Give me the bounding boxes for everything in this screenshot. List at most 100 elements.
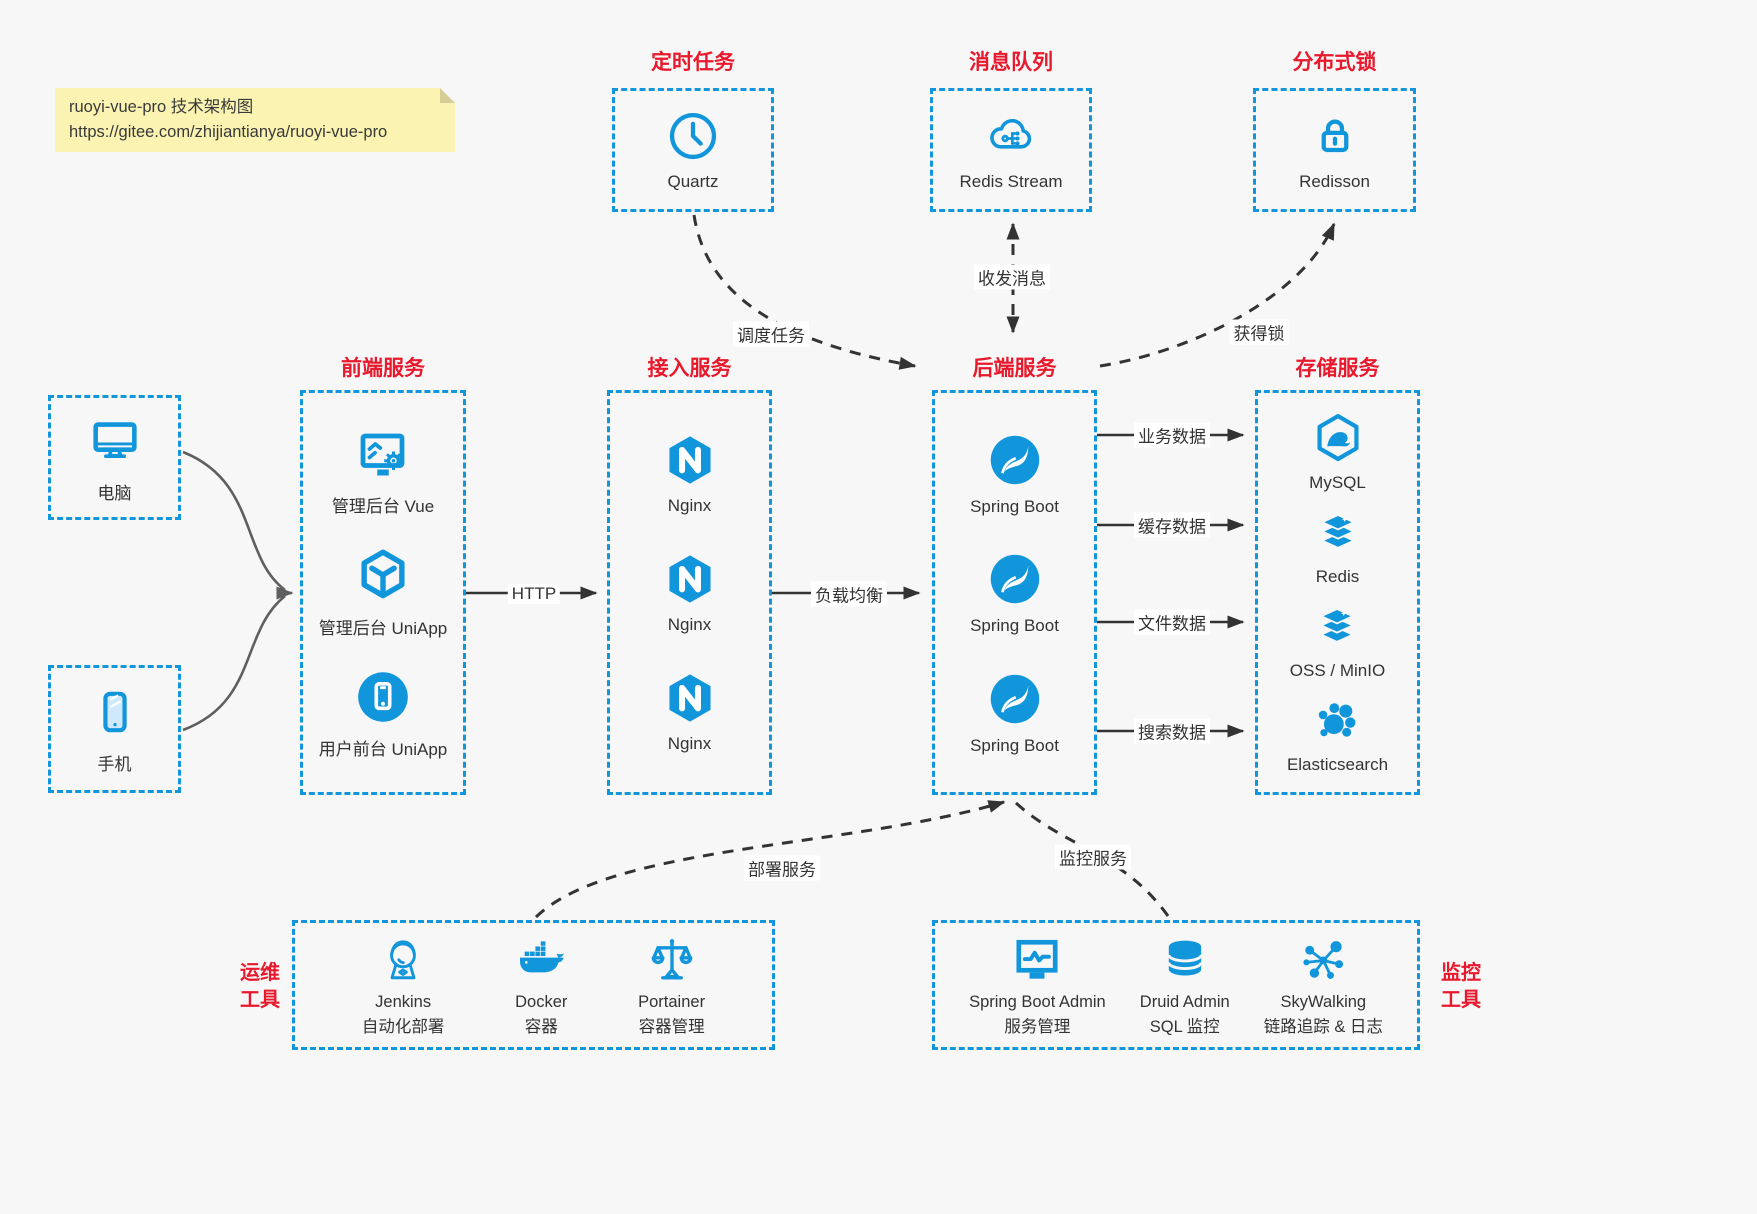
monitor-tools-side-label: 监控 工具: [1437, 960, 1485, 1014]
elasticsearch-icon: [1310, 694, 1364, 748]
node-admin-uniapp: 管理后台 UniApp: [319, 545, 447, 639]
node-label-redis-stream: Redis Stream: [959, 171, 1063, 191]
node-spring-boot-1: Spring Boot: [970, 430, 1059, 517]
column-title-backend: 后端服务: [972, 357, 1057, 380]
pc-client-box: 电脑: [48, 395, 181, 520]
node-user-uniapp: 用户前台 UniApp: [319, 666, 447, 760]
mysql-icon: [1310, 410, 1366, 466]
node-sublabel-skywalking: 链路追踪 & 日志: [1263, 1018, 1383, 1036]
spring-boot-icon: [985, 430, 1045, 490]
phone-client-box: 手机: [48, 665, 181, 793]
node-nginx-3: Nginx: [661, 669, 719, 754]
sticky-note: ruoyi-vue-pro 技术架构图 https://gitee.com/zh…: [55, 88, 455, 152]
group-title-distributed-lock: 分布式锁: [1292, 51, 1377, 74]
node-label-elasticsearch: Elasticsearch: [1286, 755, 1389, 774]
node-redis: Redis: [1311, 506, 1365, 587]
monitor-tools-side-line2: 工具: [1441, 989, 1481, 1011]
uniapp-cube-icon: [351, 545, 415, 607]
column-title-storage: 存储服务: [1295, 357, 1380, 380]
frontend-column-box: 管理后台 Vue 管理后台 UniApp 用户前台 UniApp: [300, 390, 466, 795]
node-label-skywalking: SkyWalking: [1280, 993, 1367, 1011]
edge-label-business-data: 业务数据: [1134, 422, 1210, 448]
node-druid-admin: Druid Admin SQL 监控: [1140, 932, 1230, 1038]
node-label-oss-minio: OSS / MinIO: [1289, 661, 1386, 680]
edge-label-cache-data: 缓存数据: [1134, 512, 1210, 538]
node-label-redis: Redis: [1315, 567, 1360, 586]
note-url: https://gitee.com/zhijiantianya/ruoyi-vu…: [69, 123, 388, 141]
node-admin-vue: 管理后台 Vue: [332, 425, 434, 517]
note-title: ruoyi-vue-pro 技术架构图: [69, 98, 254, 116]
node-label-spring-boot-3: Spring Boot: [970, 735, 1059, 755]
group-title-message-queue: 消息队列: [969, 51, 1053, 74]
nginx-icon: [661, 431, 719, 489]
ops-tools-box: Jenkins 自动化部署 Docker 容器 Portainer 容器管理: [292, 920, 775, 1050]
monitor-tools-side-line1: 监控: [1441, 962, 1481, 984]
spring-boot-icon: [985, 549, 1045, 609]
oss-minio-icon: [1310, 600, 1364, 654]
edge-label-http: HTTP: [507, 584, 561, 604]
edge-pc-to-frontend: [182, 450, 286, 592]
edge-label-monitor-service: 监控服务: [1055, 844, 1131, 870]
node-sublabel-portainer: 容器管理: [638, 1018, 705, 1036]
node-sublabel-druid-admin: SQL 监控: [1149, 1018, 1220, 1036]
node-label-nginx-1: Nginx: [667, 496, 712, 515]
jenkins-icon: [374, 932, 432, 988]
portainer-icon: [645, 932, 699, 988]
node-nginx-1: Nginx: [661, 431, 719, 516]
clock-icon: [666, 109, 720, 163]
node-nginx-2: Nginx: [661, 550, 719, 635]
node-docker: Docker 容器: [511, 932, 571, 1038]
admin-vue-icon: [352, 425, 414, 485]
group-title-scheduled-task: 定时任务: [651, 51, 735, 74]
node-label-spring-boot-admin: Spring Boot Admin: [969, 993, 1106, 1011]
note-fold-corner: [440, 88, 455, 103]
node-oss-minio: OSS / MinIO: [1290, 600, 1385, 681]
docker-icon: [511, 932, 571, 988]
node-label-jenkins: Jenkins: [375, 993, 432, 1011]
node-label-spring-boot-1: Spring Boot: [970, 496, 1059, 516]
node-label-portainer: Portainer: [638, 993, 706, 1011]
node-elasticsearch: Elasticsearch: [1287, 694, 1388, 775]
node-label-druid-admin: Druid Admin: [1139, 993, 1230, 1011]
skywalking-icon: [1295, 932, 1351, 988]
cloud-stream-icon: [982, 109, 1040, 163]
ops-tools-side-label: 运维 工具: [236, 960, 284, 1014]
edge-phone-to-frontend: [182, 594, 286, 732]
column-title-gateway: 接入服务: [647, 357, 732, 380]
nginx-icon: [661, 669, 719, 727]
node-label-nginx-3: Nginx: [667, 734, 712, 753]
desktop-icon: [84, 412, 146, 470]
node-label-docker: Docker: [515, 993, 568, 1011]
user-app-icon: [352, 666, 414, 728]
spring-boot-admin-icon: [1007, 932, 1067, 988]
node-label-spring-boot-2: Spring Boot: [970, 616, 1059, 635]
lock-icon: [1308, 109, 1362, 163]
node-label-admin-vue: 管理后台 Vue: [331, 496, 435, 516]
monitor-tools-box: Spring Boot Admin 服务管理 Druid Admin SQL 监…: [932, 920, 1420, 1050]
gateway-column-box: Nginx Nginx Nginx: [607, 390, 772, 795]
redis-stream-box: Redis Stream: [930, 88, 1092, 212]
spring-boot-icon: [985, 669, 1045, 729]
edge-acquire-lock: [1099, 222, 1336, 368]
node-label-redisson: Redisson: [1299, 171, 1370, 191]
redisson-box: Redisson: [1253, 88, 1416, 212]
edge-label-load-balance: 负载均衡: [811, 581, 887, 607]
node-skywalking: SkyWalking 链路追踪 & 日志: [1264, 932, 1383, 1038]
node-mysql: MySQL: [1309, 410, 1366, 493]
edge-label-send-receive-message: 收发消息: [974, 264, 1050, 290]
storage-column-box: MySQL Redis OSS / MinIO Elasticsearch: [1255, 390, 1420, 795]
node-label-mysql: MySQL: [1309, 473, 1366, 492]
edge-label-deploy-service: 部署服务: [744, 855, 820, 881]
ops-tools-side-line2: 工具: [240, 989, 280, 1011]
node-spring-boot-3: Spring Boot: [970, 669, 1059, 756]
node-label-user-uniapp: 用户前台 UniApp: [318, 740, 448, 760]
ops-tools-side-line1: 运维: [240, 962, 280, 984]
smartphone-icon: [87, 683, 143, 741]
node-spring-boot-admin: Spring Boot Admin 服务管理: [969, 932, 1106, 1038]
backend-column-box: Spring Boot Spring Boot Spring Boot: [932, 390, 1097, 795]
node-spring-boot-2: Spring Boot: [970, 549, 1059, 636]
node-label-phone: 手机: [97, 755, 132, 774]
edge-label-schedule-task: 调度任务: [733, 321, 809, 347]
